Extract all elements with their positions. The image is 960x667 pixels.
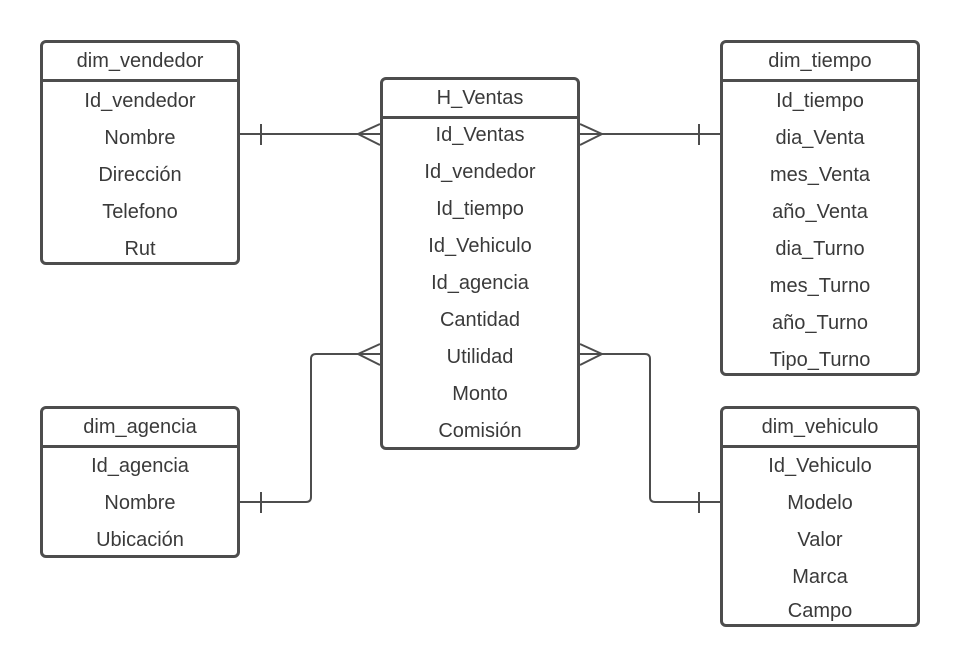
field-id-tiempo: Id_tiempo	[776, 89, 864, 112]
crowfoot-marker	[357, 123, 381, 135]
field-id-tiempo: Id_tiempo	[436, 197, 524, 220]
field-id-vehiculo: Id_Vehiculo	[428, 234, 532, 257]
field-anio-venta: año_Venta	[772, 200, 868, 223]
field-modelo: Modelo	[787, 491, 853, 514]
entity-title: dim_tiempo	[723, 43, 917, 82]
field-id-vehiculo: Id_Vehiculo	[768, 454, 872, 477]
field-comision: Comisión	[438, 419, 522, 442]
entity-title: dim_vehiculo	[723, 409, 917, 448]
field-direccion: Dirección	[98, 163, 182, 186]
relationship-tiempo-ventas	[579, 123, 720, 146]
field-dia-turno: dia_Turno	[775, 237, 865, 260]
entity-dim-vendedor[interactable]: dim_vendedor Id_vendedor Nombre Direcció…	[40, 40, 240, 265]
field-id-agencia: Id_agencia	[91, 454, 189, 477]
field-valor: Valor	[797, 528, 843, 551]
field-dia-venta: dia_Venta	[775, 126, 865, 149]
relationship-vendedor-ventas	[240, 123, 381, 146]
entity-h-ventas[interactable]: H_Ventas Id_Ventas Id_vendedor Id_tiempo…	[380, 77, 580, 450]
entity-dim-agencia[interactable]: dim_agencia Id_agencia Nombre Ubicación	[40, 406, 240, 558]
field-id-ventas: Id_Ventas	[435, 123, 525, 146]
field-telefono: Telefono	[102, 200, 178, 223]
field-id-agencia: Id_agencia	[431, 271, 529, 294]
entity-dim-tiempo[interactable]: dim_tiempo Id_tiempo dia_Venta mes_Venta…	[720, 40, 920, 376]
field-mes-turno: mes_Turno	[769, 274, 871, 297]
field-tipo-turno: Tipo_Turno	[769, 348, 871, 371]
field-monto: Monto	[452, 382, 508, 405]
field-rut: Rut	[124, 237, 156, 260]
field-marca: Marca	[792, 565, 848, 588]
field-anio-turno: año_Turno	[772, 311, 868, 334]
field-id-vendedor: Id_vendedor	[424, 160, 536, 183]
field-mes-venta: mes_Venta	[769, 163, 871, 186]
crowfoot-marker	[579, 123, 603, 135]
field-id-vendedor: Id_vendedor	[84, 89, 196, 112]
field-utilidad: Utilidad	[446, 345, 514, 368]
entity-title: dim_vendedor	[43, 43, 237, 82]
field-cantidad: Cantidad	[439, 308, 521, 331]
field-campo: Campo	[787, 599, 853, 622]
entity-title: H_Ventas	[383, 80, 577, 119]
field-ubicacion: Ubicación	[96, 528, 184, 551]
field-nombre: Nombre	[104, 491, 176, 514]
entity-dim-vehiculo[interactable]: dim_vehiculo Id_Vehiculo Modelo Valor Ma…	[720, 406, 920, 627]
crowfoot-marker	[357, 343, 381, 355]
entity-title: dim_agencia	[43, 409, 237, 448]
relationship-vehiculo-ventas	[579, 343, 720, 513]
crowfoot-marker	[579, 343, 603, 355]
relationship-agencia-ventas	[240, 343, 381, 513]
field-nombre: Nombre	[104, 126, 176, 149]
